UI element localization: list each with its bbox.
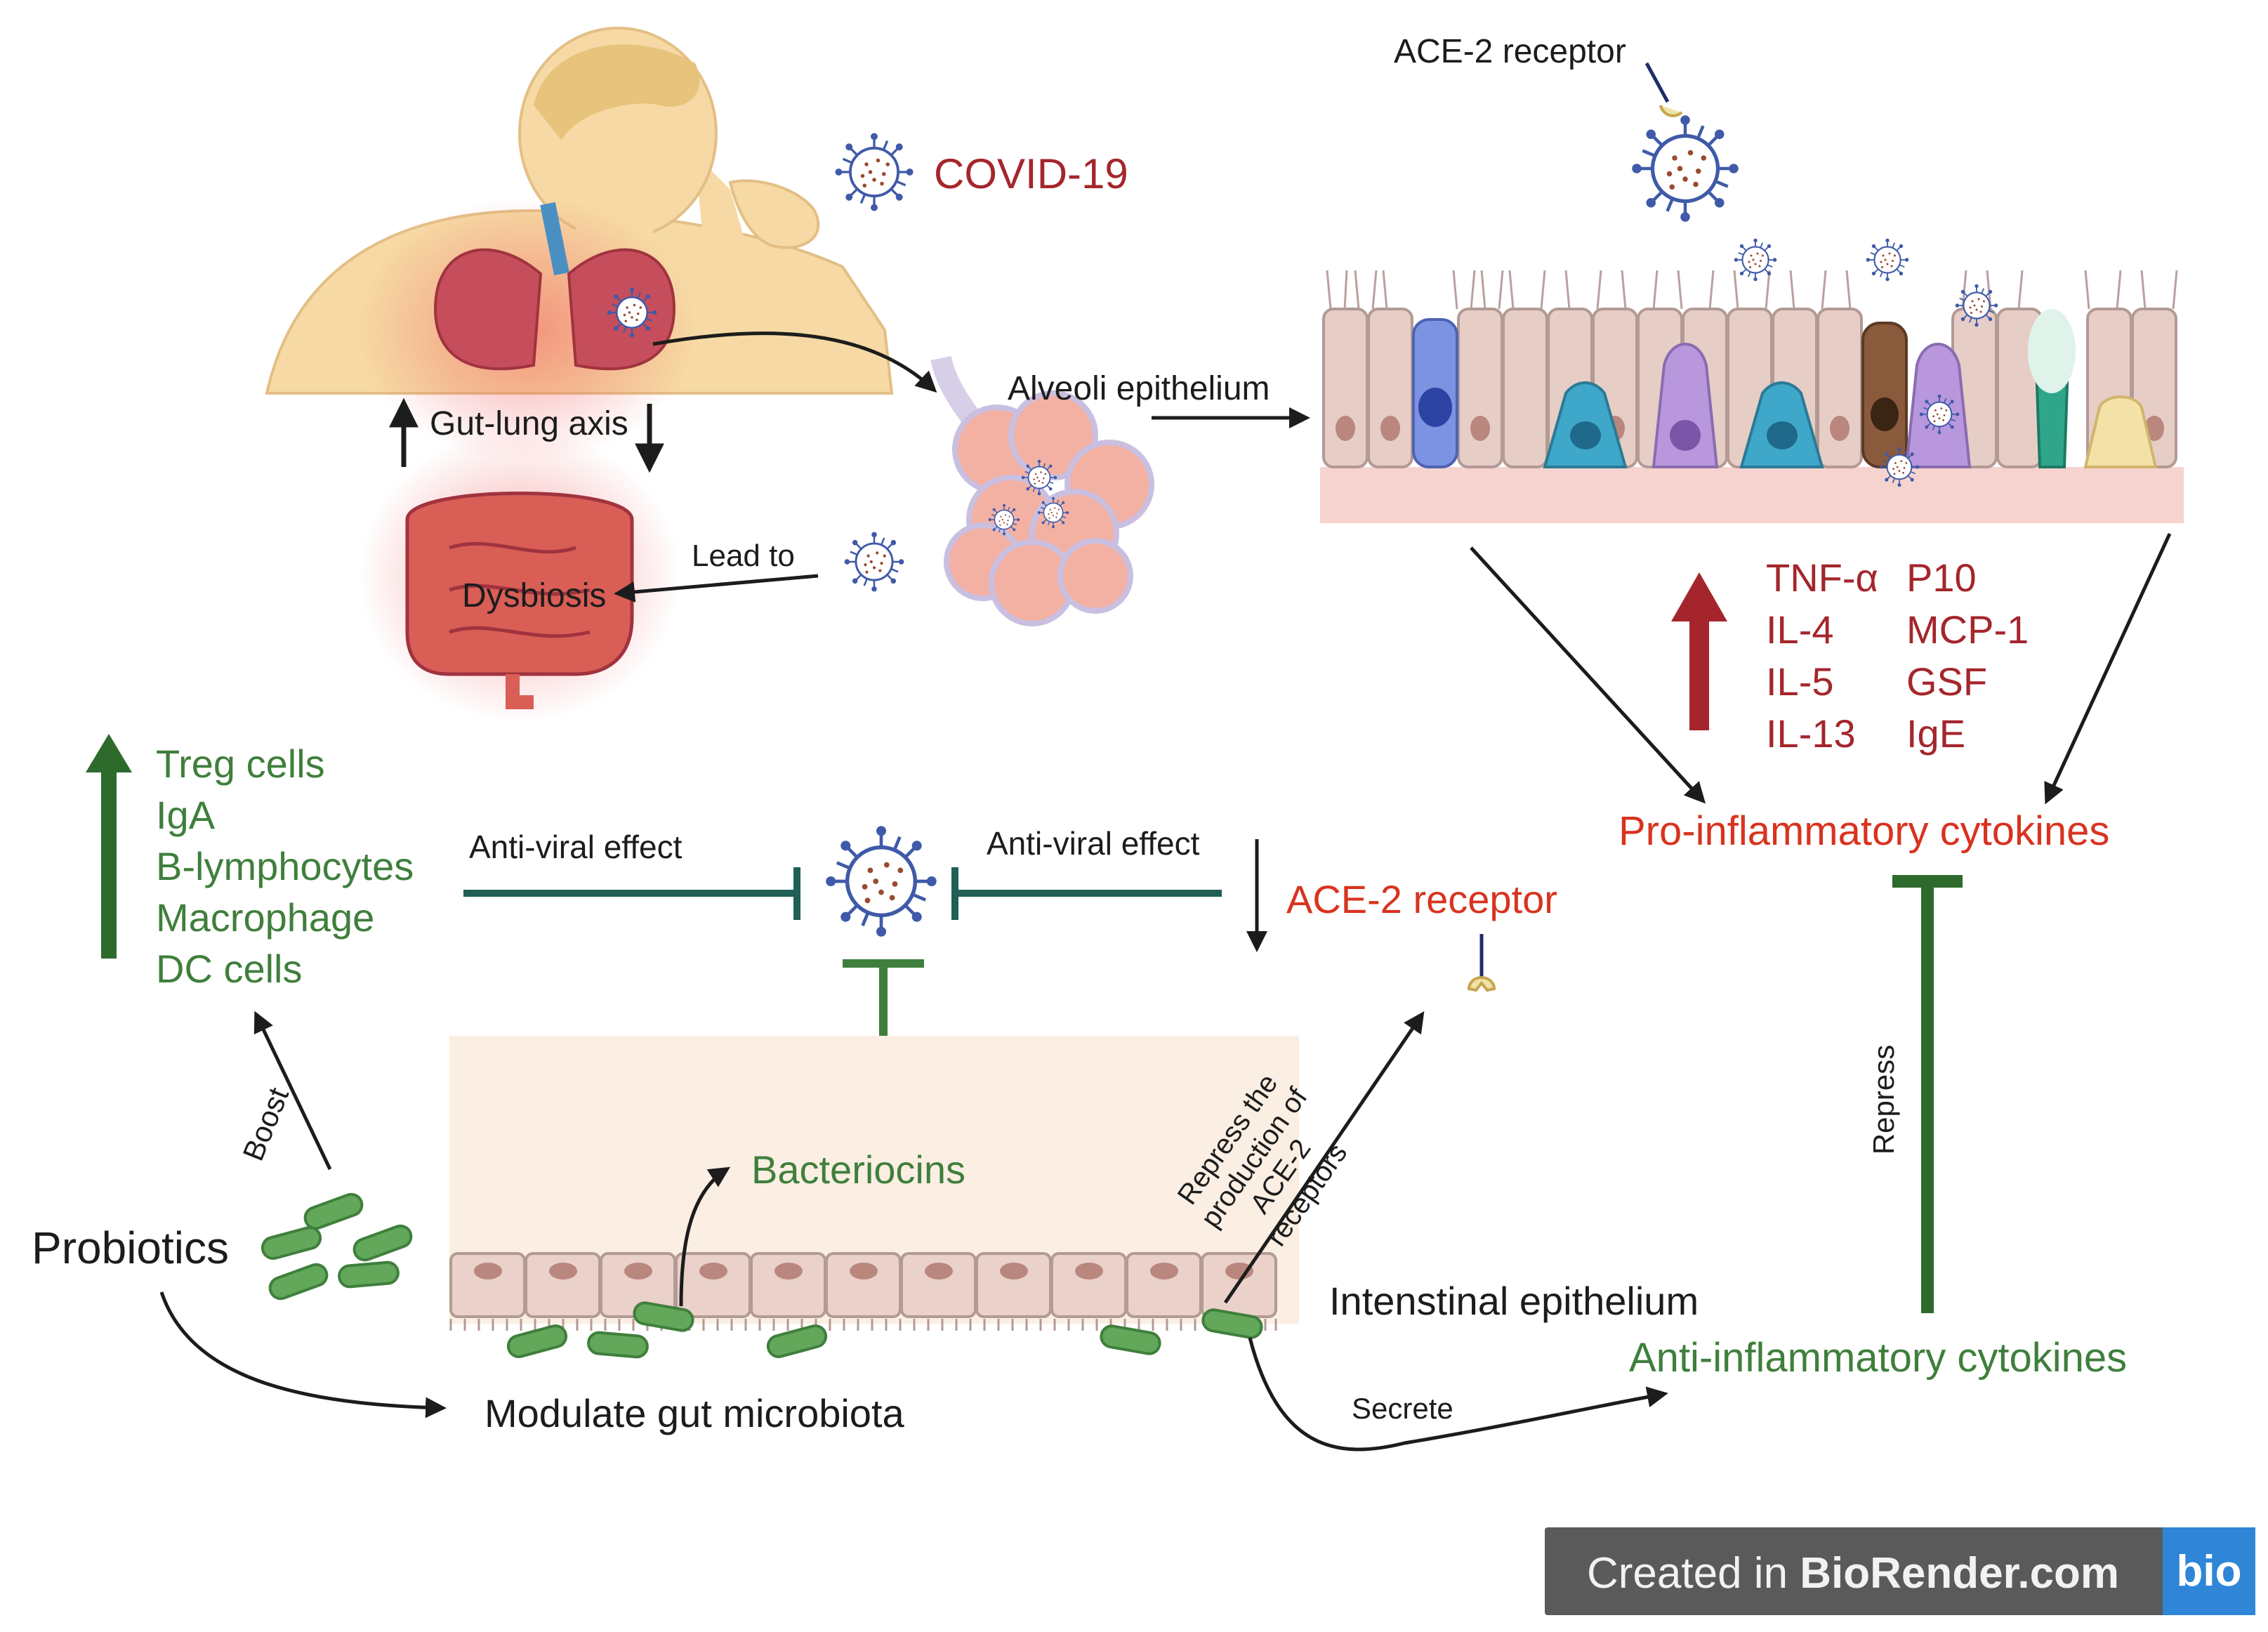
boost-arrow (253, 1011, 332, 1171)
covid-label: COVID-19 (934, 150, 1128, 197)
cytokine-item: GSF (1906, 659, 1988, 704)
biorender-logo-icon: bio (2163, 1527, 2255, 1615)
immune-cells-list: Treg cells IgA B-lymphocytes Macrophage … (156, 744, 414, 989)
epithelium-to-proinflam-arrow-left (1470, 546, 1706, 804)
credit-text: Created in BioRender.com (1587, 1548, 2119, 1598)
alveoli-icon (930, 355, 1154, 626)
cytokine-increase-arrow (1671, 572, 1727, 730)
credit-prefix: Created in (1587, 1549, 1800, 1598)
anti-inflammatory-label: Anti-inflammatory cytokines (1629, 1335, 2128, 1381)
lead-to-label: Lead to (692, 539, 795, 573)
cytokine-item: MCP-1 (1906, 607, 2029, 652)
probiotics-label: Probiotics (32, 1223, 229, 1273)
immune-item: DC cells (156, 947, 303, 991)
cytokine-item: TNF-α (1766, 555, 1878, 600)
dysbiosis-label: Dysbiosis (462, 577, 607, 614)
cytokine-item: IL-5 (1766, 659, 1834, 704)
pro-inflammatory-label: Pro-inflammatory cytokines (1618, 808, 2110, 854)
repress-inhibit (1892, 875, 1963, 1313)
repress-label: Repress (1867, 1044, 1901, 1155)
cytokine-list-col2: P10 MCP-1 GSF IgE (1906, 558, 2029, 754)
airway-epithelium-icon (1320, 237, 2184, 523)
bacteria-to-bacteriocins-arrow (679, 1166, 731, 1307)
repress-ace2-arrow (1223, 1011, 1425, 1304)
covid-virus-icon (833, 131, 915, 213)
secrete-label: Secrete (1352, 1392, 1453, 1425)
cytokine-list-col1: TNF-α IL-4 IL-5 IL-13 (1766, 558, 1878, 754)
cytokine-item: IL-13 (1766, 711, 1856, 756)
virus-icon-lead-to (843, 531, 905, 593)
virus-icon-center (826, 826, 937, 937)
intestinal-epithelium-icon (449, 1036, 1299, 1331)
probiotics-to-modulate-arrow (159, 1291, 447, 1419)
epithelium-to-proinflam-arrow-right (2044, 532, 2172, 805)
cytokine-item: IgE (1906, 711, 1966, 756)
biorender-credit-banner: Created in BioRender.com bio (1545, 1527, 2255, 1615)
intestinal-epithelium-label: Intenstinal epithelium (1329, 1279, 1699, 1323)
ace2-virus-icon (1632, 62, 1739, 222)
bacteriocins-label: Bacteriocins (751, 1147, 966, 1192)
modulate-label: Modulate gut microbiota (484, 1391, 904, 1435)
alveoli-label: Alveoli epithelium (1008, 370, 1270, 407)
intestine-icon (358, 428, 681, 723)
ace2-receptor-icon (1467, 934, 1496, 992)
gut-lung-axis-arrows (389, 397, 664, 473)
immune-increase-arrow (86, 734, 132, 959)
credit-brand: BioRender.com (1800, 1549, 2120, 1598)
lung-to-alveoli-arrow (652, 331, 937, 393)
ace2-mid-label: ACE-2 receptor (1286, 877, 1557, 921)
secrete-arrow (1248, 1337, 1668, 1452)
antiviral-left-label: Anti-viral effect (469, 829, 683, 865)
cytokine-item: P10 (1906, 555, 1977, 600)
antiviral-right-label: Anti-viral effect (987, 825, 1200, 862)
immune-item: Treg cells (156, 742, 325, 786)
immune-item: IgA (156, 793, 216, 837)
immune-item: Macrophage (156, 895, 375, 940)
lungs-icon (358, 197, 695, 463)
probiotics-bacteria-icon (258, 1190, 416, 1303)
ace2-top-label: ACE-2 receptor (1394, 33, 1626, 70)
cytokine-item: IL-4 (1766, 607, 1834, 652)
immune-item: B-lymphocytes (156, 844, 414, 888)
virus-to-dysbiosis-arrow (614, 574, 819, 603)
gut-lung-axis-label: Gut-lung axis (430, 405, 628, 442)
antiviral-inhibit-right (951, 867, 1222, 920)
antiviral-inhibit-left (463, 867, 800, 920)
